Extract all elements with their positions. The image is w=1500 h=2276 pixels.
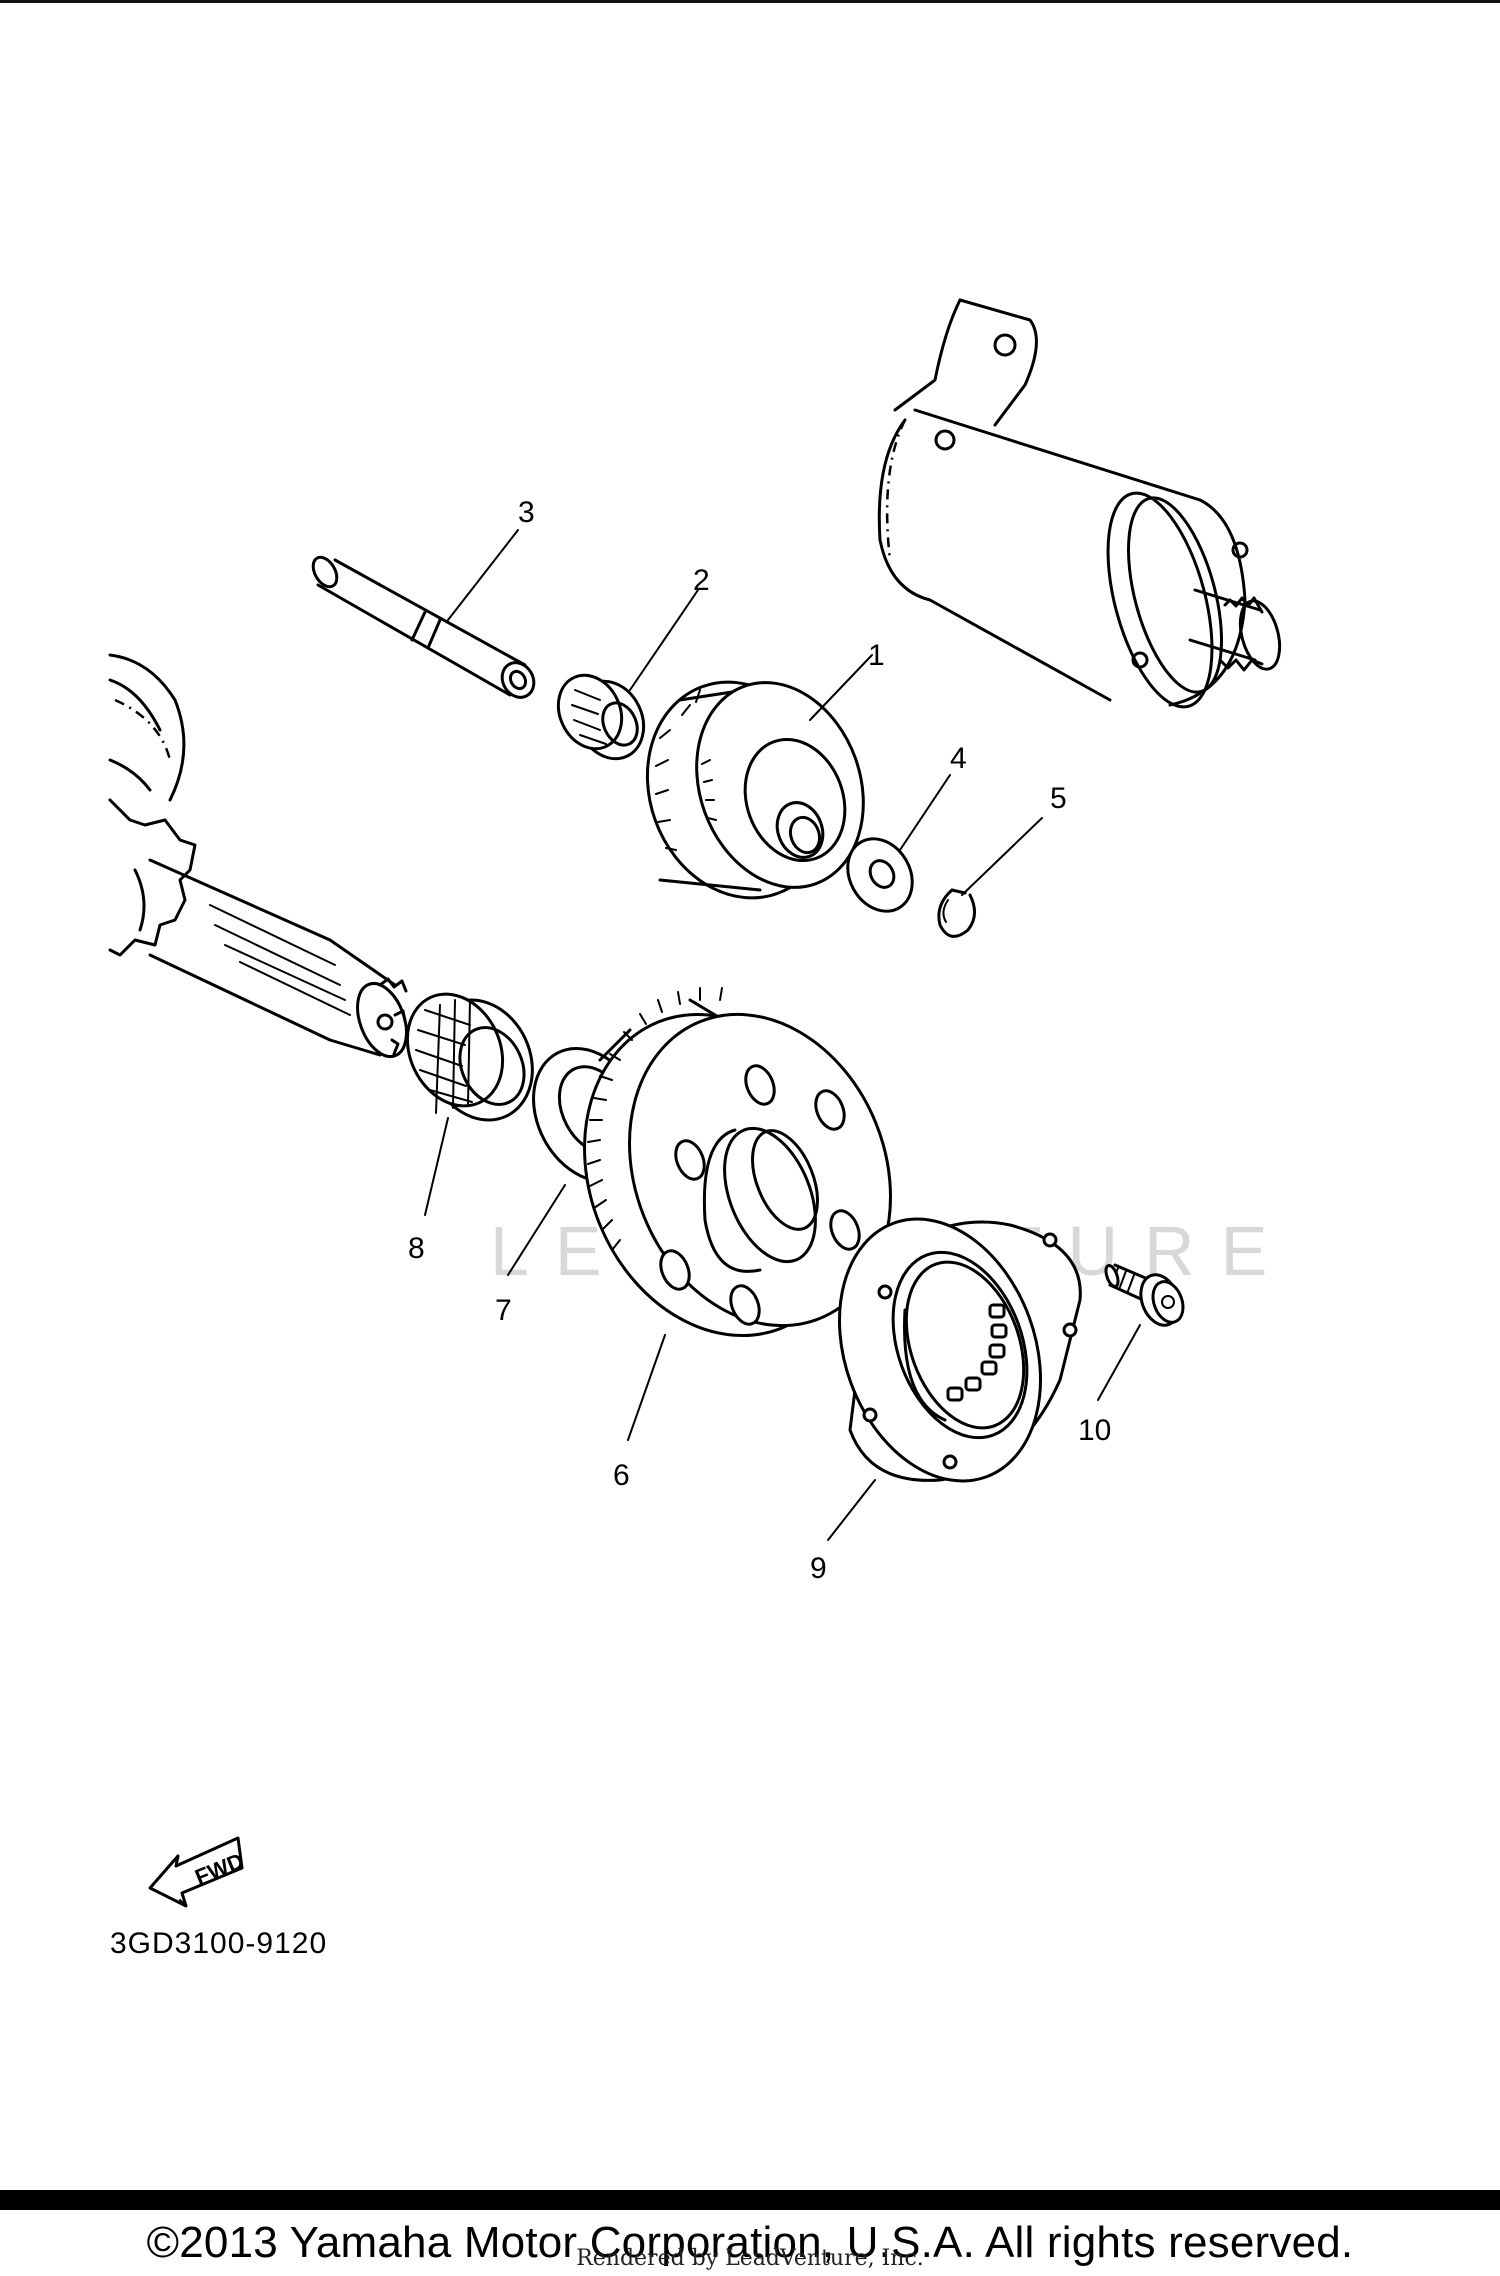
callout-1: 1 — [868, 639, 885, 672]
part-5-circlip — [937, 888, 976, 938]
callout-10: 10 — [1078, 1414, 1111, 1447]
callout-6: 6 — [613, 1459, 630, 1492]
part-8-needle-bearing — [405, 992, 534, 1122]
callout-8: 8 — [408, 1232, 425, 1265]
callout-7: 7 — [495, 1294, 512, 1327]
part-1-idler-gear — [645, 680, 865, 900]
crankshaft — [108, 653, 408, 1058]
footer-bar — [0, 2190, 1500, 2210]
callout-3: 3 — [518, 496, 535, 529]
part-10-bolt — [1104, 1263, 1185, 1327]
callout-5: 5 — [1050, 782, 1067, 815]
part-4-washer — [846, 837, 914, 913]
diagram-part-number: 3GD3100-9120 — [110, 1927, 327, 1960]
part-2-needle-bearing — [556, 673, 646, 761]
part-6-starter-wheel-gear — [583, 987, 892, 1338]
starter-motor — [877, 298, 1282, 709]
callout-4: 4 — [950, 742, 967, 775]
part-9-starter-clutch — [837, 1217, 1082, 1483]
leader-lines — [424, 529, 1141, 1541]
callout-9: 9 — [810, 1552, 827, 1585]
callout-2: 2 — [693, 564, 710, 597]
part-3-shaft — [311, 555, 536, 699]
copyright-text: ©2013 Yamaha Motor Corporation, U.S.A. A… — [146, 2218, 1354, 2267]
top-border — [0, 0, 1500, 3]
rendered-by-text: Rendered by LeadVenture, Inc. — [576, 2246, 924, 2271]
fwd-arrow: FWD — [148, 1836, 247, 1908]
